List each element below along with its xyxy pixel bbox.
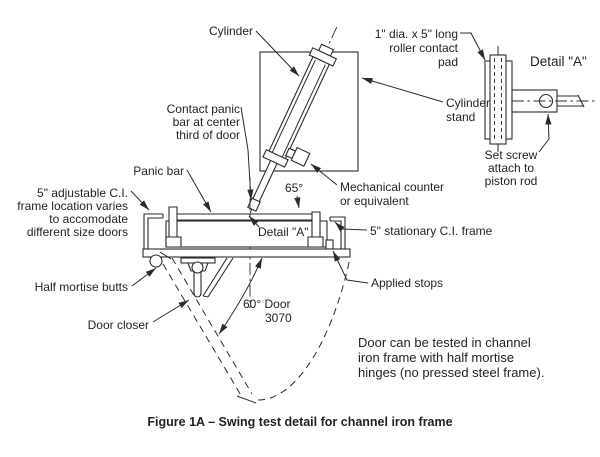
stand-outline [259,51,359,172]
mechanical-counter [290,146,311,167]
text-labels: Cylinder 1" dia. x 5" long roller contac… [17,24,587,429]
hinge-leaf-line [159,251,172,260]
door-closer-assembly [180,257,234,298]
detail-a-callout-label: Detail "A" [258,225,309,239]
figure-caption: Figure 1A – Swing test detail for channe… [147,415,452,429]
cylinder-leader [255,30,300,77]
mechanical-counter-label-2: or equivalent [340,194,409,208]
note-line-1: Door can be tested in channel [358,335,531,350]
cylinder-stand-leader [361,77,444,103]
roller-pad-label-3: pad [438,55,458,69]
detail-a-title: Detail "A" [530,54,587,69]
roller-pad-detail [489,54,507,145]
closer-arm-vertical [193,271,202,298]
cylinder-stand-label-2: stand [446,110,475,124]
applied-stops-leader [332,250,369,284]
contact-panic-label-2: bar at center [173,115,240,129]
applied-stop-block [325,239,334,250]
adjustable-frame-label-4: different size doors [27,225,128,239]
leader-lines [130,30,552,323]
roller-pad-leader [460,32,486,61]
roller-pad-label-1: 1" dia. x 5" long [375,27,458,41]
door-closer-label: Door closer [88,318,149,332]
open-door-dashed [162,257,253,398]
left-channel-frame [143,213,164,258]
stationary-frame-leader [334,221,368,232]
panic-bar-end-posts [165,206,324,248]
set-screw-label-3: piston rod [485,174,538,188]
cylinder-assembly [247,26,338,214]
right-channel-frame [329,216,346,255]
cylinder-label: Cylinder [209,24,253,38]
swing-path-arc [257,257,351,401]
stationary-frame-label: 5" stationary C.I. frame [370,224,493,238]
detail-a-callout-leader [248,215,260,228]
mechanical-counter-leader [310,163,338,186]
cylinder-body [266,56,331,163]
contact-panic-label-1: Contact panic [167,102,240,116]
contact-panic-leader [240,106,254,201]
door-closer-leader [152,299,190,323]
half-mortise-leader [131,267,157,287]
stationary-frame-member [142,248,351,258]
half-mortise-label: Half mortise butts [35,280,128,294]
door-frame-assembly [142,177,351,308]
adjustable-frame-label-2: frame location varies [17,199,128,213]
panic-bar-leader [186,169,212,213]
note-line-3: hinges (no pressed steel frame). [358,365,544,380]
adjustable-frame-leader [130,190,150,211]
door-swing-label-2: 3070 [265,311,292,325]
adjustable-frame-label-1: 5" adjustable C.I. [37,186,128,200]
roller-pad-label-2: roller contact [389,41,458,55]
adjustable-frame-label-3: to accomodate [49,212,128,226]
piston-rod [251,159,278,205]
panic-bar-rail [177,213,312,221]
set-screw-leader [538,113,552,153]
angle-65-label: 65° [285,181,303,195]
door-slab [165,220,328,248]
contact-panic-label-3: third of door [176,128,240,142]
open-door-end-tick [236,395,257,404]
set-screw-label-1: Set screw [485,148,538,162]
closer-pivot [191,261,204,274]
door-swing [162,257,351,404]
half-mortise-butt-hinge [149,254,163,268]
panic-bar-label: Panic bar [133,164,184,178]
door-swing-label-1: 60° Door [243,297,291,311]
applied-stops-label: Applied stops [371,276,443,290]
cylinder-body-wall-lines [270,59,326,160]
set-screw-label-2: attach to [488,161,534,175]
cylinder-stand-box [259,51,359,172]
cylinder-stand-label-1: Cylinder [446,96,490,110]
detail-a-view [484,46,598,152]
note-line-2: iron frame with half mortise [358,350,514,365]
mechanical-counter-label-1: Mechanical counter [340,180,444,194]
swing-angle-dimension-arc [218,257,263,335]
angle-65-leader [294,195,301,209]
